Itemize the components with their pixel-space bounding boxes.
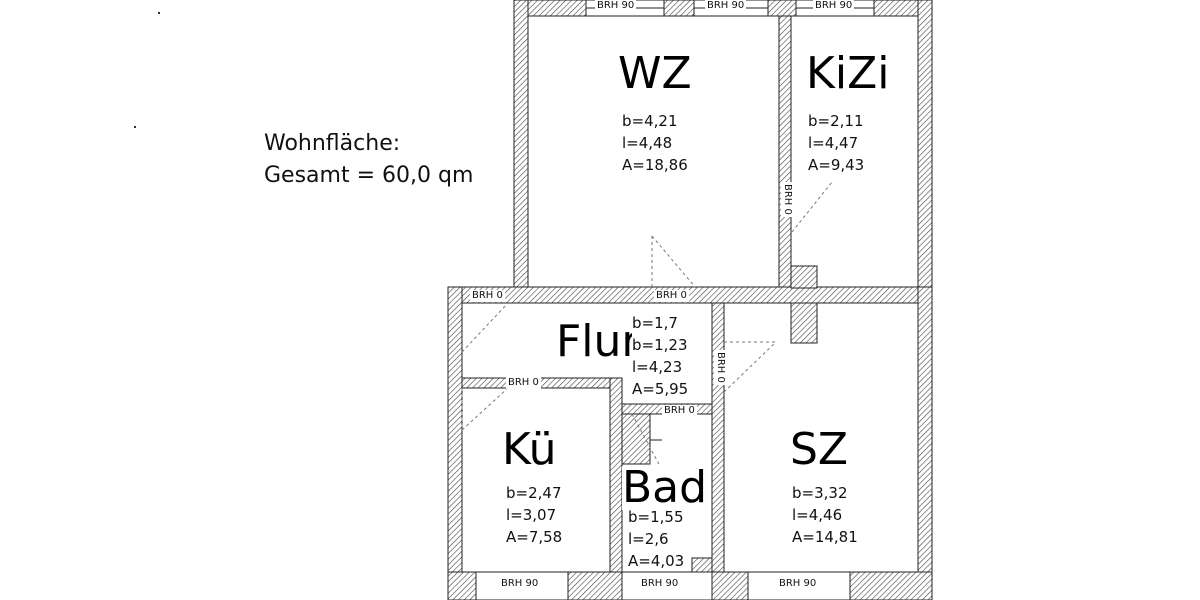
living-area-summary: Wohnfläche: Gesamt = 60,0 qm xyxy=(264,128,473,192)
window-label-top-1: BRH 90 xyxy=(595,0,637,12)
wall-right-lower xyxy=(917,286,933,600)
living-area-label: Wohnfläche: xyxy=(264,131,401,156)
scan-dot xyxy=(134,126,136,128)
room-name-bad: Bad xyxy=(622,462,708,513)
door-swing-sz xyxy=(723,341,777,393)
window-label-bottom-3: BRH 90 xyxy=(777,578,819,590)
wall-left-wz xyxy=(513,0,529,289)
scan-dot xyxy=(158,12,160,14)
bad-shaft xyxy=(621,413,651,465)
wall-left-lower xyxy=(447,286,463,600)
window-label-top-3: BRH 90 xyxy=(813,0,855,12)
door-label-flur-left: BRH 0 xyxy=(470,290,505,302)
door-label-flur-wz: BRH 0 xyxy=(654,290,689,302)
chimney-upper xyxy=(790,265,818,289)
door-swing-kizi xyxy=(791,181,833,233)
door-label-kizi: BRH 0 xyxy=(781,182,793,217)
wall-bad-sz xyxy=(711,302,725,573)
door-swing-flur xyxy=(461,302,509,353)
window-label-top-2: BRH 90 xyxy=(705,0,747,12)
wall-right-upper xyxy=(917,0,933,289)
room-dims-bad: b=1,55 l=2,6 A=4,03 xyxy=(628,508,685,570)
room-dims-kizi: b=2,11 l=4,47 A=9,43 xyxy=(808,112,865,174)
room-dims-flur: b=1,7 b=1,23 l=4,23 A=5,95 xyxy=(632,312,689,400)
wall-middle xyxy=(447,286,933,304)
window-label-bottom-2: BRH 90 xyxy=(639,578,681,590)
room-name-sz: SZ xyxy=(790,424,849,475)
room-name-kizi: KiZi xyxy=(806,48,890,99)
door-label-sz: BRH 0 xyxy=(714,350,726,385)
door-label-kueche: BRH 0 xyxy=(506,377,541,389)
room-dims-kue: b=2,47 l=3,07 A=7,58 xyxy=(506,484,563,546)
door-swings xyxy=(461,181,833,467)
room-name-kue: Kü xyxy=(502,424,557,475)
room-name-wz: WZ xyxy=(618,48,692,99)
chimney-lower xyxy=(790,302,818,344)
room-name-flur: Flur xyxy=(556,316,640,367)
bad-corner xyxy=(691,557,713,573)
wall-kue-bad xyxy=(609,377,623,573)
window-label-bottom-1: BRH 90 xyxy=(499,578,541,590)
room-dims-wz: b=4,21 l=4,48 A=18,86 xyxy=(622,112,688,174)
wall-flur-kue xyxy=(461,377,623,389)
wall-wz-kizi xyxy=(778,15,792,289)
room-dims-sz: b=3,32 l=4,46 A=14,81 xyxy=(792,484,858,546)
living-area-total: Gesamt = 60,0 qm xyxy=(264,163,474,188)
door-label-bad: BRH 0 xyxy=(662,405,697,417)
door-swing-bad xyxy=(631,413,661,467)
